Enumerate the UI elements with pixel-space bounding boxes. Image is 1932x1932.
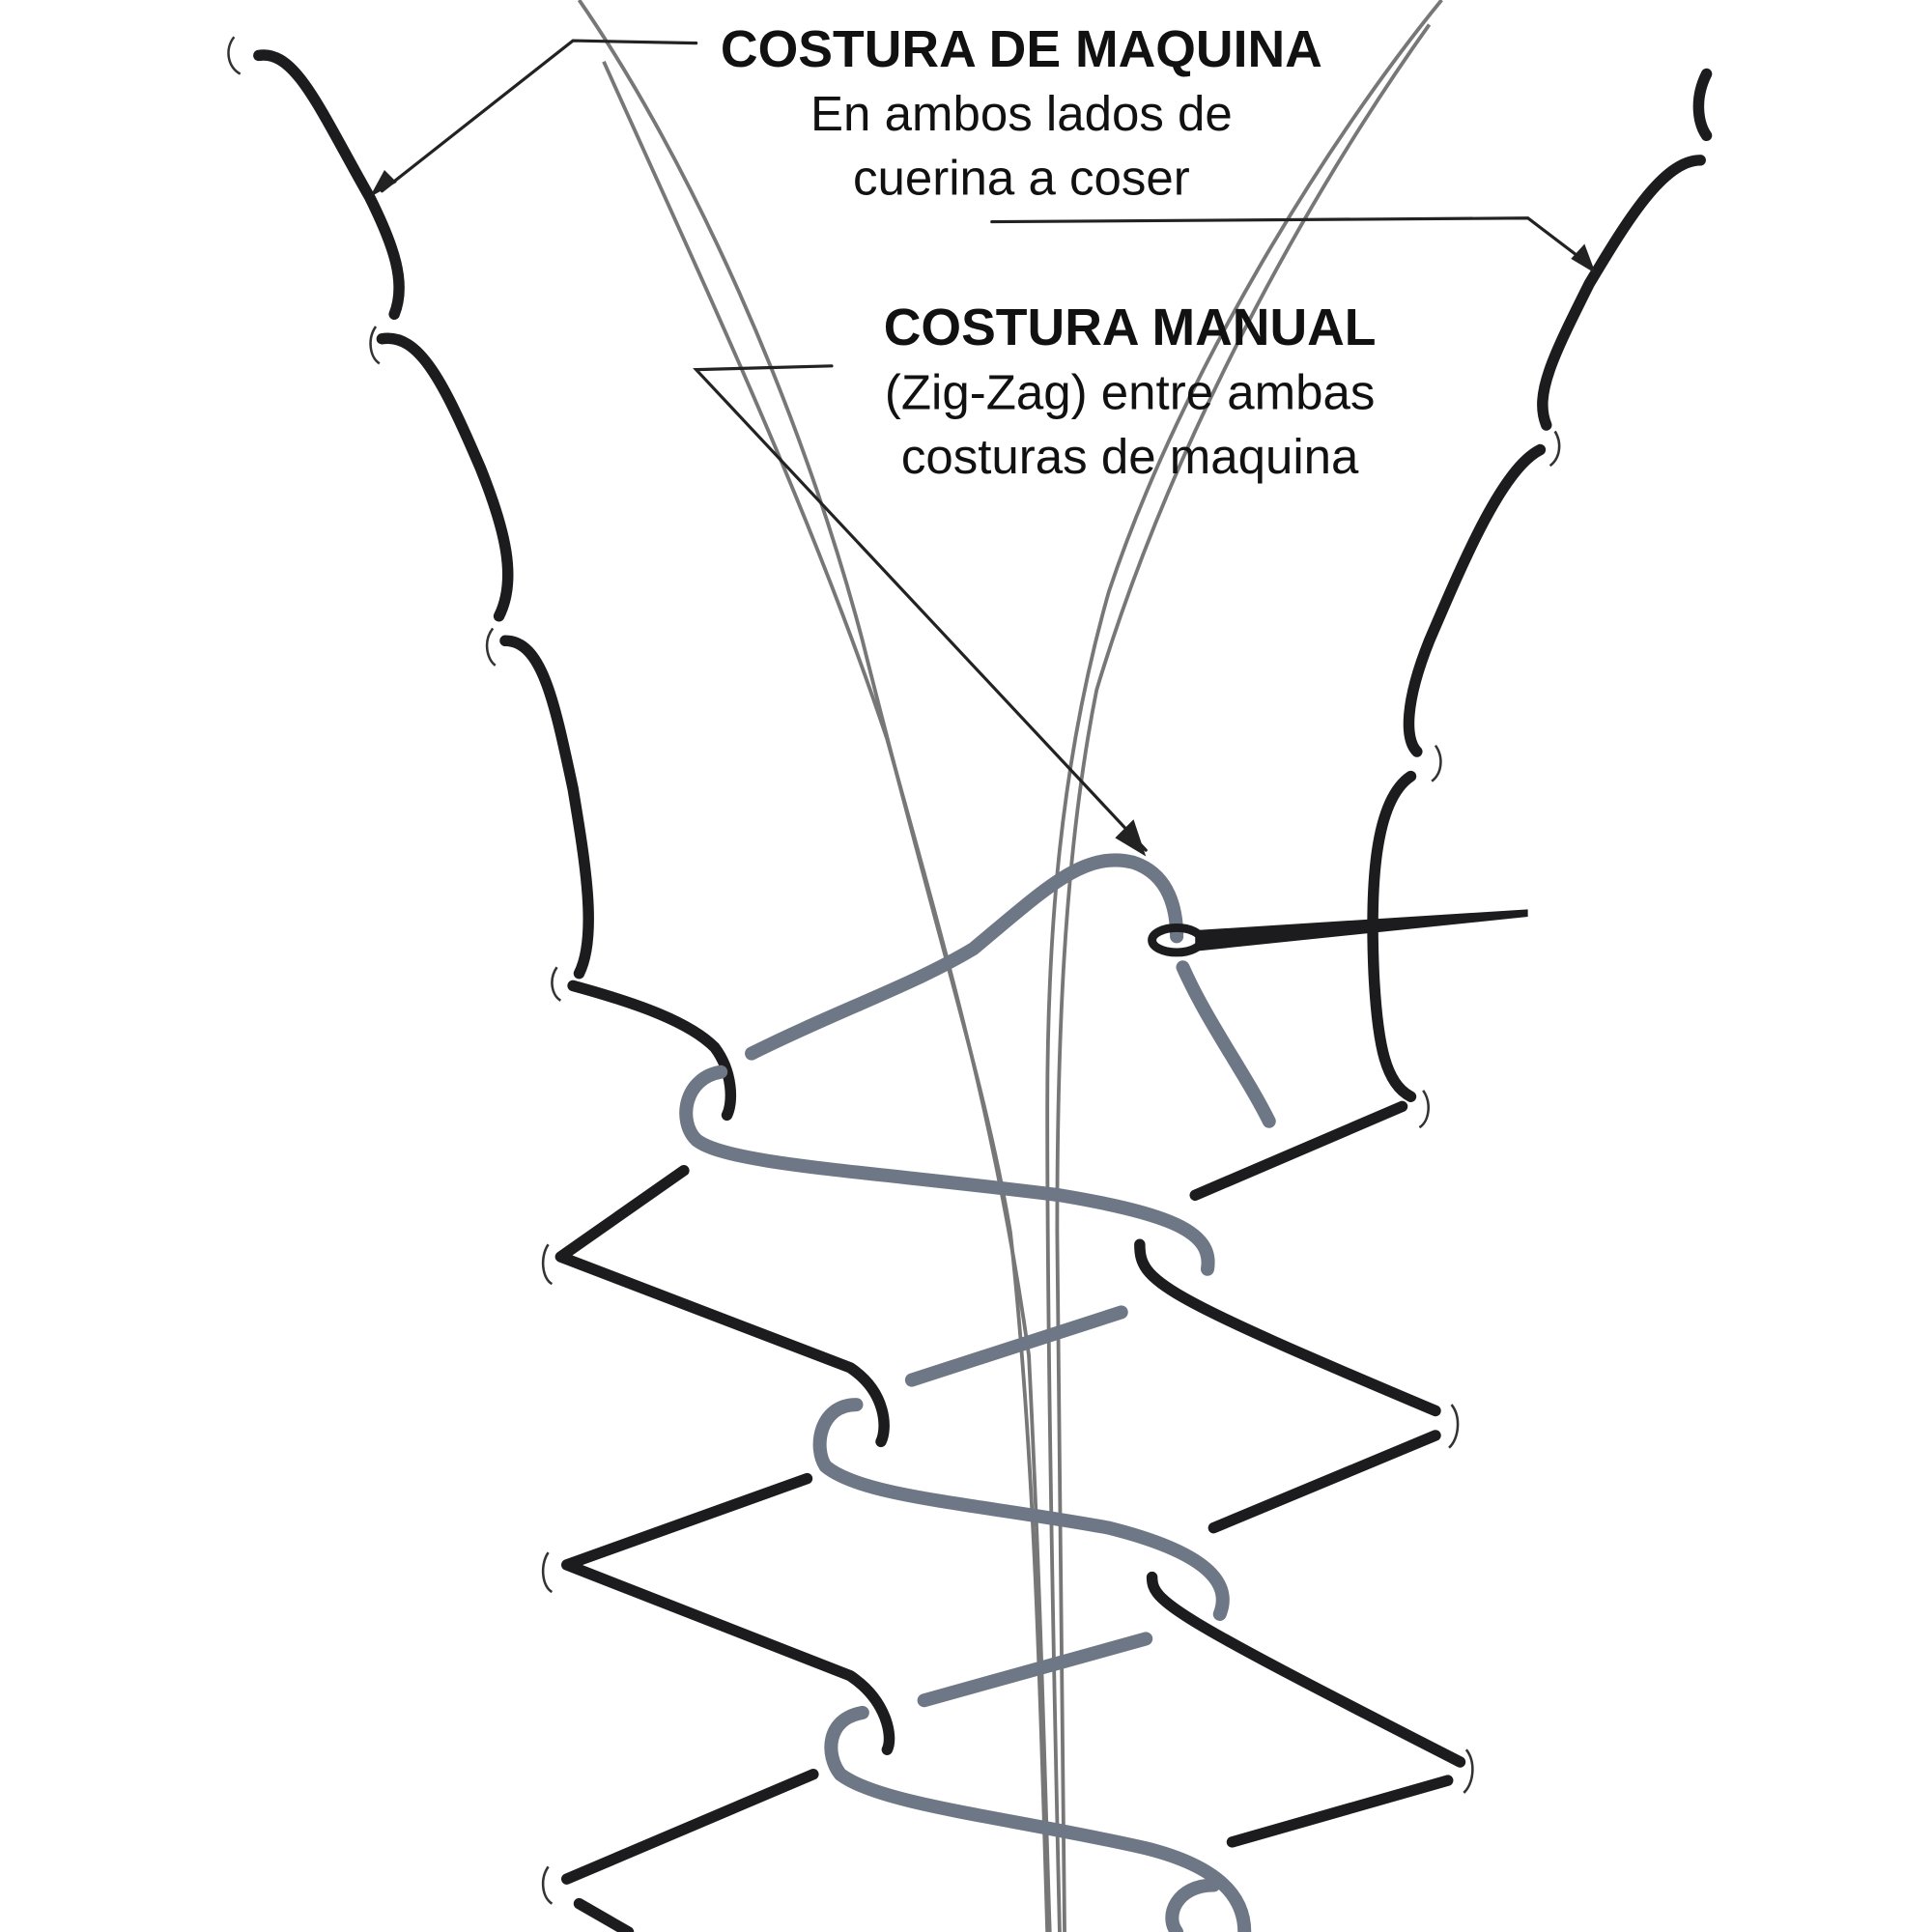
machine-seam-title: COSTURA DE MAQUINA (721, 21, 1322, 78)
machine-stitches-left (253, 49, 895, 1932)
machine-seam-line1: En ambos lados de (810, 86, 1233, 141)
machine-seam-label: COSTURA DE MAQUINA En ambos lados de cue… (721, 21, 1322, 206)
leather-edge-lines (577, 0, 1443, 1932)
stitch-hole-marks (227, 36, 1561, 1905)
manual-seam-title: COSTURA MANUAL (884, 299, 1377, 356)
manual-seam-label: COSTURA MANUAL (Zig-Zag) entre ambas cos… (884, 299, 1377, 484)
machine-stitches-right (1134, 68, 1713, 1848)
manual-zigzag-thread (679, 853, 1276, 1932)
leader-lines (369, 39, 1596, 857)
needle-icon (1148, 909, 1528, 957)
manual-seam-line1: (Zig-Zag) entre ambas (885, 364, 1376, 419)
manual-seam-line2: costuras de maquina (901, 429, 1359, 484)
machine-seam-line2: cuerina a coser (853, 151, 1190, 206)
